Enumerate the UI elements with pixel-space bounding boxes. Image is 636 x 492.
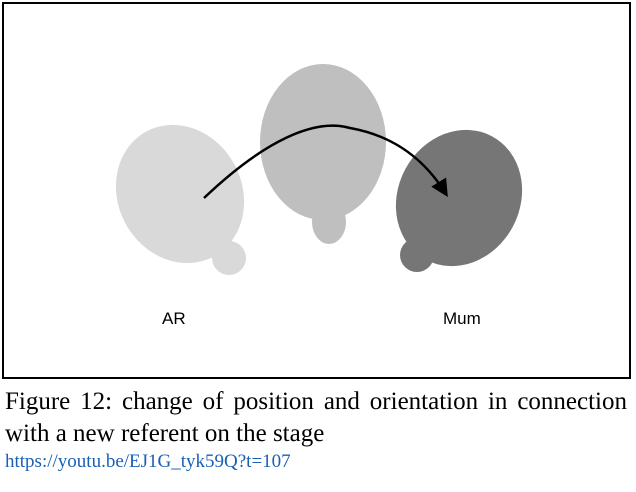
movement-arrow — [203, 124, 448, 199]
diagram-canvas — [115, 64, 523, 275]
label-ar: AR — [162, 309, 186, 328]
middle-figure — [260, 64, 386, 244]
right-figure — [395, 129, 523, 272]
caption-text: Figure 12: change of position and orient… — [5, 388, 627, 447]
left-figure — [115, 124, 246, 275]
middle-figure-head — [260, 64, 386, 220]
label-mum: Mum — [443, 309, 481, 328]
caption-link[interactable]: https://youtu.be/EJ1G_tyk59Q?t=107 — [5, 451, 291, 472]
figure-caption: Figure 12: change of position and orient… — [5, 386, 627, 473]
left-figure-head — [115, 124, 245, 264]
right-figure-head — [395, 129, 523, 267]
